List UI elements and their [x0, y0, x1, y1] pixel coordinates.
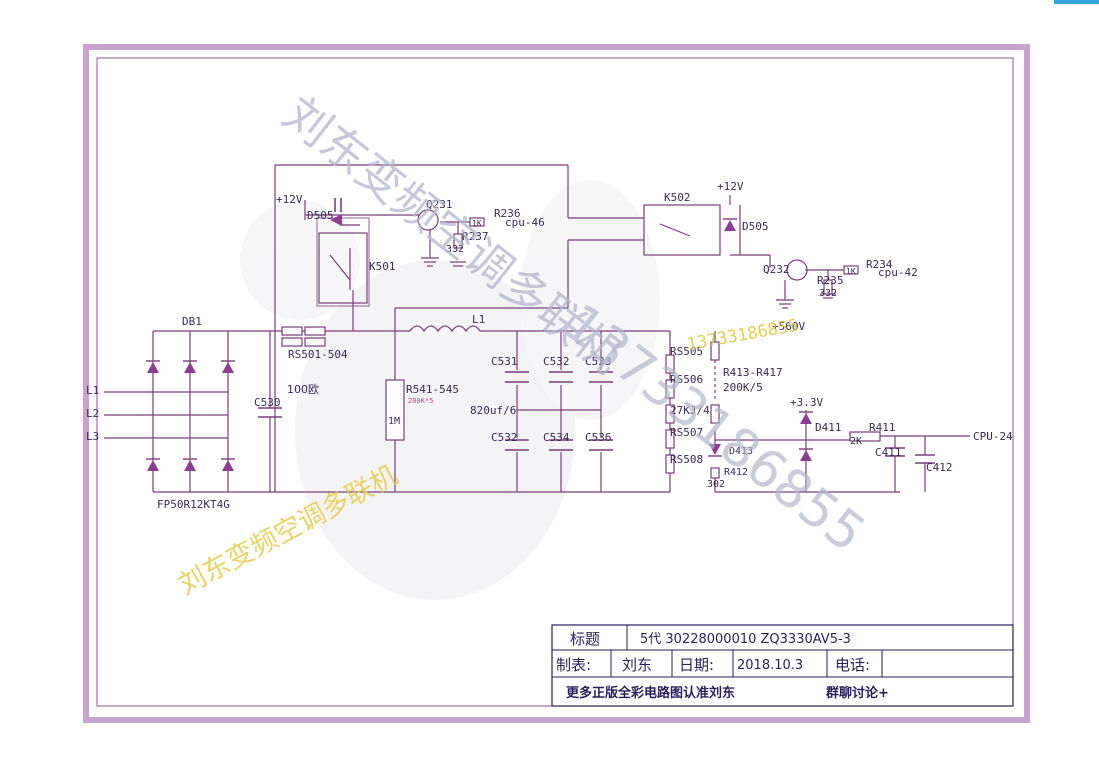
label-r541-note: 200K*5: [408, 397, 433, 405]
label-rs506: RS506: [670, 373, 703, 386]
label-r237: R237: [462, 230, 489, 243]
label-r412-val: 302: [707, 479, 725, 490]
label-c532-bottom: C532: [491, 431, 518, 444]
label-rs505: RS505: [670, 345, 703, 358]
label-rs507: RS507: [670, 426, 703, 439]
label-input-l1: L1: [86, 384, 99, 397]
label-c532-top: C532: [543, 355, 570, 368]
label-cap-value: 820uf/6: [470, 404, 516, 417]
footer-right: 群聊讨论+: [826, 685, 889, 701]
title-value: 5代 30228000010 ZQ3330AV5-3: [640, 632, 851, 647]
label-cpu24: CPU-24: [973, 430, 1013, 443]
capacitors: [258, 198, 935, 464]
label-c533: C533: [585, 355, 612, 368]
other-diodes: [330, 214, 814, 462]
outer-frame: [83, 44, 1030, 723]
label-d505-right: D505: [742, 220, 769, 233]
label-input-l3: L3: [86, 430, 99, 443]
label-1m: 1M: [388, 416, 400, 427]
label-c530: C530: [254, 396, 281, 409]
label-r412: R412: [724, 467, 748, 478]
label-q231: Q231: [426, 198, 453, 211]
label-rs-value: 27KJ/4: [670, 404, 710, 417]
label-rs508: RS508: [670, 453, 703, 466]
label-r234: R234: [866, 258, 893, 271]
maker-label: 制表:: [556, 656, 591, 674]
label-d505-left: D505: [307, 209, 334, 222]
label-bridge-part: FP50R12KT4G: [157, 498, 230, 511]
label-r234-val: 1K: [846, 267, 856, 276]
resistors: [281, 217, 881, 479]
label-r235: R235: [817, 274, 844, 287]
date-value: 2018.10.3: [737, 658, 803, 673]
title-block: 标题 5代 30228000010 ZQ3330AV5-3 制表: 刘东 日期:…: [551, 624, 1014, 707]
label-plus33v: +3.3V: [790, 396, 823, 409]
label-c411: C411: [875, 446, 902, 459]
label-r237-val: 332: [446, 244, 464, 255]
label-k502: K502: [664, 191, 691, 204]
watermark-gold-phone: 13733186855: [685, 316, 799, 355]
label-plus12v-right: +12V: [717, 180, 744, 193]
label-rs501-504: RS501-504: [288, 348, 348, 361]
footer-left: 更多正版全彩电路图认准刘东: [566, 685, 735, 701]
label-l1-inductor: L1: [472, 313, 485, 326]
label-r236: R236: [494, 207, 521, 220]
label-c412: C412: [926, 461, 953, 474]
date-label: 日期:: [679, 656, 714, 674]
label-cpu46: cpu-46: [505, 216, 545, 229]
component-labels: +12V D505 Q231 R236 1K cpu-46 R237 332 K…: [86, 180, 1013, 511]
label-input-l2: L2: [86, 407, 99, 420]
label-plus12v-left: +12V: [276, 193, 303, 206]
label-db1: DB1: [182, 315, 202, 328]
label-cpu42: cpu-42: [878, 266, 918, 279]
label-r236-val: 1K: [472, 219, 482, 228]
phone-label: 电话:: [835, 656, 870, 674]
label-q232: Q232: [763, 263, 790, 276]
label-c534: C534: [543, 431, 570, 444]
label-k501: K501: [369, 260, 396, 273]
label-r413-417: R413-R417: [723, 366, 783, 379]
label-c536: C536: [585, 431, 612, 444]
maker-value: 刘东: [622, 656, 652, 674]
label-c530-value: 100欧: [287, 383, 319, 396]
label-r541-545: R541-545: [406, 383, 459, 396]
label-r411: R411: [869, 421, 896, 434]
scan-smudges: [240, 180, 660, 600]
inductor-l1: [409, 325, 481, 333]
label-c531: C531: [491, 355, 518, 368]
label-r411-val: 2K: [850, 436, 862, 447]
label-d411: D411: [815, 421, 842, 434]
label-r413-value: 200K/5: [723, 381, 763, 394]
corner-tab: [1054, 0, 1099, 4]
label-plus560v: +560V: [772, 320, 805, 333]
title-label: 标题: [570, 630, 600, 648]
label-d413: D413: [729, 446, 753, 457]
label-r235-val: 332: [819, 288, 837, 299]
transistors: [417, 209, 808, 281]
